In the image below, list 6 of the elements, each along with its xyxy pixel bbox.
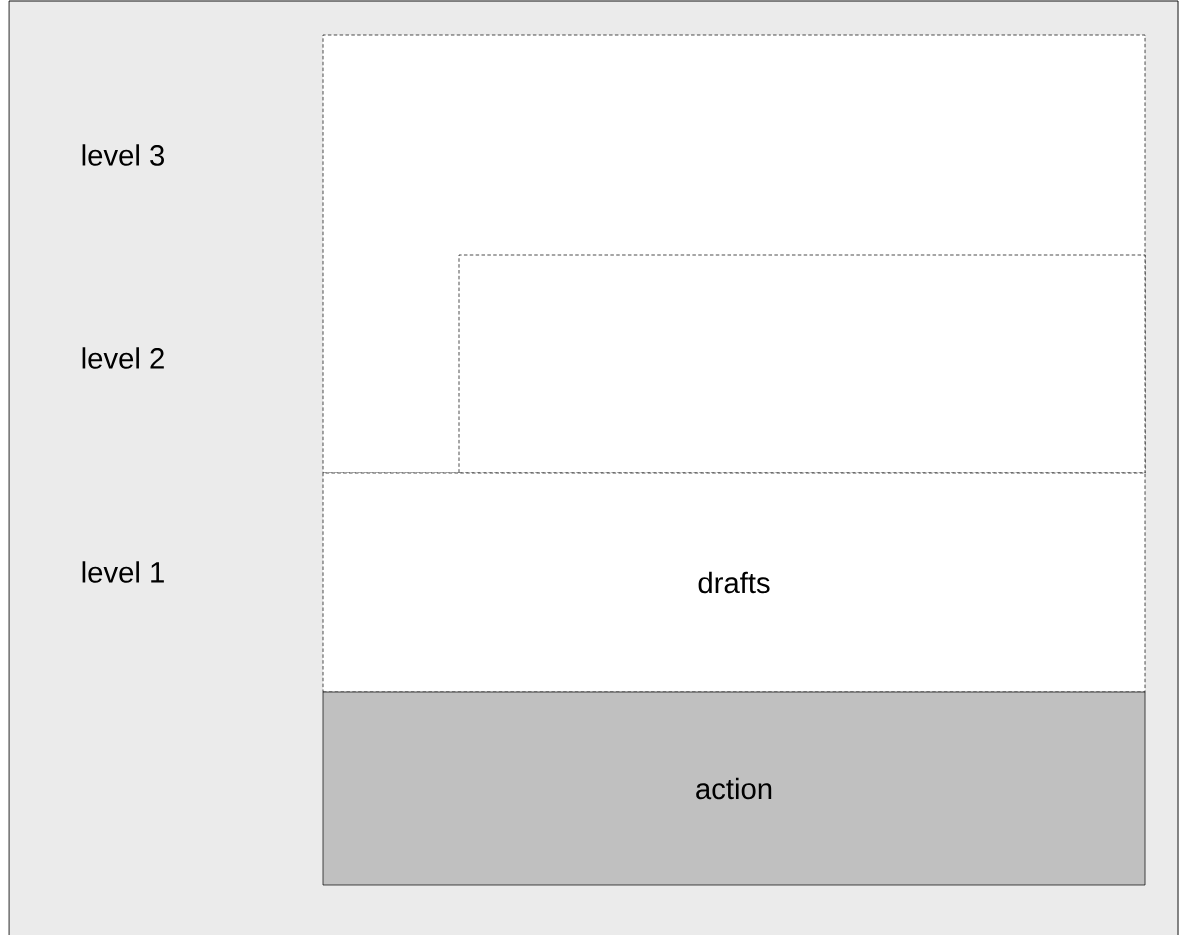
layer-box: action bbox=[322, 691, 1146, 886]
dashed-box bbox=[458, 254, 1146, 474]
level-label: level 1 bbox=[82, 561, 164, 583]
level-label: level 3 bbox=[82, 144, 164, 166]
layer-box: drafts bbox=[322, 472, 1146, 693]
level-label: level 2 bbox=[82, 347, 164, 369]
